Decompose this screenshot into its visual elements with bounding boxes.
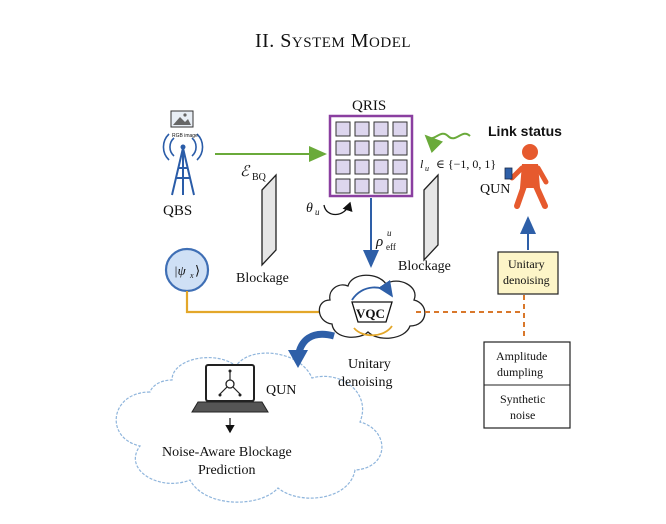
rgb-image-label: RGB image	[172, 133, 198, 139]
e-bq-sub: BQ	[252, 172, 267, 183]
ris-element	[335, 121, 351, 137]
psi-sub: x	[189, 271, 194, 280]
prediction-label-2: Prediction	[198, 463, 256, 478]
state-set-label: ∈ {−1, 0, 1}	[436, 157, 496, 171]
input-state-line	[185, 291, 338, 314]
ris-element	[373, 159, 389, 175]
qris-label: QRIS	[352, 98, 386, 114]
title-m: M	[350, 30, 370, 52]
link-status-label: Link status	[488, 123, 562, 139]
syn-label-1: Synthetic	[500, 392, 545, 406]
psi-end: ⟩	[195, 263, 200, 278]
ris-element	[373, 140, 389, 156]
cloud-icon	[115, 352, 383, 503]
vqc-loop-top	[351, 280, 394, 301]
rho-sub: eff	[386, 242, 396, 252]
section-heading: II. SYSTEM MODEL	[0, 30, 666, 53]
vqc-box	[351, 301, 393, 323]
rho-label: ρ	[375, 234, 383, 250]
ris-element	[354, 159, 370, 175]
amp-label-2: dumpling	[497, 365, 543, 379]
person-icon	[504, 144, 549, 209]
amp-label-1: Amplitude	[496, 349, 547, 363]
ris-element	[392, 140, 408, 156]
rho-sup: u	[387, 228, 392, 238]
theta-sub: u	[315, 207, 320, 217]
psi-state-node	[164, 247, 210, 293]
ris-element	[392, 178, 408, 194]
network-node-icon	[218, 369, 242, 397]
title-rest2: ODEL	[369, 35, 412, 51]
ris-element	[373, 121, 389, 137]
ris-element	[354, 178, 370, 194]
ris-element	[392, 121, 408, 137]
link-status-wave	[424, 132, 471, 153]
laptop-icon	[191, 364, 269, 413]
theta-label: θ	[306, 201, 313, 216]
blockage-right-label: Blockage	[398, 259, 451, 274]
psi-label: |ψ	[174, 263, 187, 278]
title-first: S	[280, 30, 292, 52]
e-bq-label: ℰ	[240, 164, 251, 180]
ris-element	[335, 159, 351, 175]
blockage-left-label: Blockage	[236, 271, 289, 286]
box-unitary-1: Unitary	[508, 257, 545, 271]
blockage-left-wall	[261, 173, 277, 267]
prediction-label-1: Noise-Aware Blockage	[162, 445, 292, 460]
lu-label: l	[420, 157, 424, 171]
vqc-label: VQC	[356, 306, 385, 321]
rotation-arrow	[323, 201, 353, 216]
ris-element	[335, 178, 351, 194]
qbs-label: QBS	[163, 203, 192, 219]
box-unitary-2: denoising	[503, 273, 550, 287]
syn-label-2: noise	[510, 408, 535, 422]
lu-sub: u	[425, 164, 429, 173]
ris-grid	[335, 121, 408, 194]
blockage-right-wall	[423, 173, 439, 262]
unitary-denoising-box	[497, 251, 559, 295]
unitary-label-1: Unitary	[348, 357, 391, 372]
ris-element	[373, 178, 389, 194]
ris-element	[392, 159, 408, 175]
ris-element	[354, 140, 370, 156]
ris-element	[354, 121, 370, 137]
section-numeral: II.	[254, 30, 275, 52]
vqc-loop-bottom	[353, 325, 393, 337]
title-rest1: YSTEM	[291, 35, 346, 51]
qun-laptop-label: QUN	[266, 383, 296, 398]
ris-element	[335, 140, 351, 156]
tower-icon	[162, 110, 204, 196]
unitary-label-2: denoising	[338, 375, 392, 390]
qun-right-label: QUN	[480, 182, 510, 197]
